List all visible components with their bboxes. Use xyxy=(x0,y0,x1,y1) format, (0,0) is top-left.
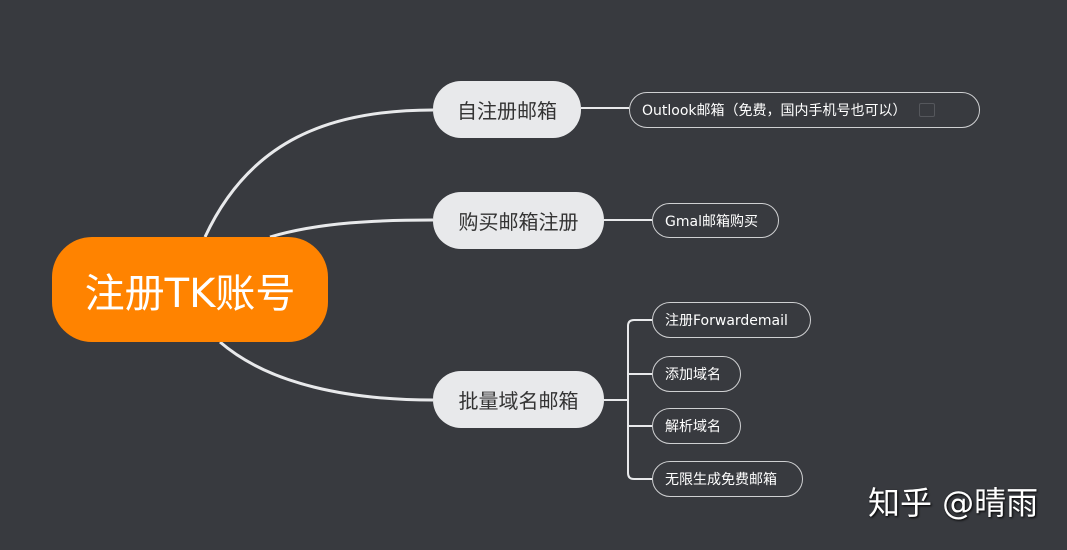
leaf-resolve-domain[interactable]: 解析域名 xyxy=(652,408,741,444)
leaf-add-domain[interactable]: 添加域名 xyxy=(652,356,741,392)
leaf-unlimited-email[interactable]: 无限生成免费邮箱 xyxy=(652,461,803,497)
connector-root-branch-2 xyxy=(269,218,434,239)
connector-branch-3-leaves xyxy=(627,319,652,480)
branch-bulk-domain-email[interactable]: 批量域名邮箱 xyxy=(433,371,604,428)
note-icon[interactable] xyxy=(918,103,935,117)
root-node[interactable]: 注册TK账号 xyxy=(52,237,328,342)
leaf-gmail[interactable]: Gmal邮箱购买 xyxy=(652,203,779,238)
leaf-forwardemail[interactable]: 注册Forwardemail xyxy=(652,302,811,338)
connector-root-branch-1 xyxy=(203,108,434,238)
watermark: 知乎 @晴雨 xyxy=(868,484,1039,522)
leaf-outlook[interactable]: Outlook邮箱（免费，国内手机号也可以） xyxy=(629,92,980,128)
leaf-label: Outlook邮箱（免费，国内手机号也可以） xyxy=(642,103,907,119)
branch-buy-email[interactable]: 购买邮箱注册 xyxy=(433,192,604,249)
branch-self-register-email[interactable]: 自注册邮箱 xyxy=(433,81,581,138)
connector-root-branch-3 xyxy=(219,340,434,402)
